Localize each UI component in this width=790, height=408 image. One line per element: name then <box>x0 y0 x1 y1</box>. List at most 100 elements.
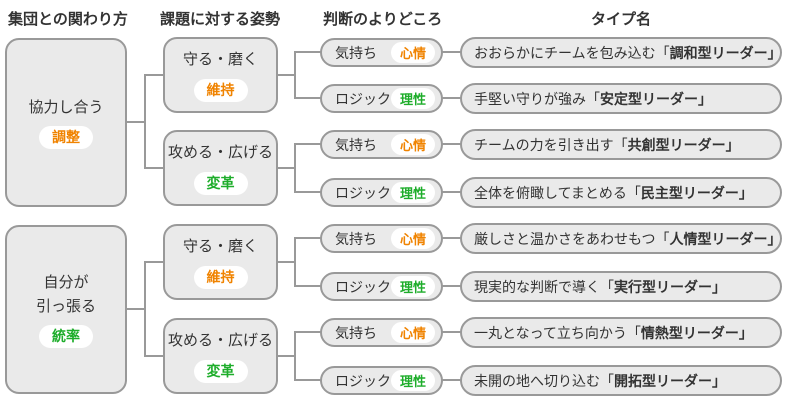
type-pill-stability: 手堅い守りが強み「安定型リーダー」 <box>460 83 782 114</box>
connector-line <box>441 51 462 53</box>
judge-tag: 理性 <box>391 88 436 109</box>
type-desc: 全体を俯瞰してまとめる「 <box>474 184 641 201</box>
judge-label: 気持ち <box>335 136 377 153</box>
type-pill-humane: 厳しさと温かさをあわせもつ「人情型リーダー」 <box>460 223 782 254</box>
connector-line <box>144 74 164 76</box>
connector-line <box>144 74 146 169</box>
type-pill-passionate: 一丸となって立ち向かう「情熱型リーダー」 <box>460 317 782 348</box>
type-desc: 未開の地へ切り込む「 <box>474 372 614 389</box>
level2-box-label: 守る・磨く <box>182 51 258 69</box>
connector-line <box>144 261 164 263</box>
type-name: 安定型リーダー」 <box>600 90 712 107</box>
judge-label: ロジック <box>335 278 391 295</box>
connector-line <box>144 167 164 169</box>
judge-label: 気持ち <box>335 230 377 247</box>
level1-box-label: 自分が 引っ張る <box>35 274 96 315</box>
connector-line <box>441 97 462 99</box>
level2-box-label: 攻める・広げる <box>167 144 273 162</box>
connector-line <box>276 167 296 169</box>
connector-line <box>144 355 164 357</box>
connector-line <box>441 285 462 287</box>
connector-line <box>441 331 462 333</box>
judge-pill-feeling: 気持ち 心情 <box>320 318 443 347</box>
connector-line <box>294 379 322 381</box>
type-name: 調和型リーダー」 <box>669 44 782 61</box>
judge-tag: 理性 <box>391 182 436 203</box>
connector-line <box>125 121 146 123</box>
judge-tag: 心情 <box>390 228 435 249</box>
judge-tag: 心情 <box>390 134 435 155</box>
level2-tag-iji: 維持 <box>193 265 248 289</box>
level1-box-label: 協力し合う <box>28 98 104 116</box>
judge-tag: 心情 <box>390 322 435 343</box>
connector-line <box>144 261 146 357</box>
level2-box-label: 守る・磨く <box>182 238 258 256</box>
judge-pill-logic: ロジック 理性 <box>320 178 443 207</box>
type-name: 人情型リーダー」 <box>669 230 782 247</box>
judge-pill-feeling: 気持ち 心情 <box>320 224 443 253</box>
type-desc: 厳しさと温かさをあわせもつ「 <box>474 230 670 247</box>
type-pill-democratic: 全体を俯瞰してまとめる「民主型リーダー」 <box>460 177 782 208</box>
judge-label: 気持ち <box>335 44 377 61</box>
level2-tag-henkaku: 変革 <box>193 359 248 383</box>
judge-pill-feeling: 気持ち 心情 <box>320 38 443 67</box>
level2-box-maintain-1: 守る・磨く 維持 <box>163 37 278 113</box>
type-desc: おおらかにチームを包み込む「 <box>474 44 670 61</box>
judge-tag: 理性 <box>391 370 436 391</box>
judge-label: ロジック <box>335 372 391 389</box>
type-desc: チームの力を引き出す「 <box>474 136 628 153</box>
judge-pill-logic: ロジック 理性 <box>320 366 443 395</box>
level1-box-lead: 自分が 引っ張る 統率 <box>5 225 127 394</box>
type-name: 共創型リーダー」 <box>627 136 740 153</box>
column-header-judgement-basis: 判断のよりどころ <box>323 11 443 28</box>
type-name: 開拓型リーダー」 <box>614 372 726 389</box>
level1-box-cooperate: 協力し合う 調整 <box>5 38 127 207</box>
judge-tag: 理性 <box>391 276 436 297</box>
type-pill-pioneer: 未開の地へ切り込む「開拓型リーダー」 <box>460 365 782 396</box>
connector-line <box>441 191 462 193</box>
type-pill-executive: 現実的な判断で導く「実行型リーダー」 <box>460 271 782 302</box>
connector-line <box>294 51 296 99</box>
connector-line <box>294 331 322 333</box>
judge-tag: 心情 <box>390 42 435 63</box>
type-desc: 現実的な判断で導く「 <box>474 278 614 295</box>
type-desc: 手堅い守りが強み「 <box>474 90 600 107</box>
level1-tag-tousotsu: 統率 <box>39 324 93 348</box>
connector-line <box>294 51 322 53</box>
connector-line <box>125 308 146 310</box>
connector-line <box>276 74 296 76</box>
connector-line <box>441 379 462 381</box>
type-name: 情熱型リーダー」 <box>640 324 753 341</box>
judge-pill-logic: ロジック 理性 <box>320 84 443 113</box>
level2-box-label: 攻める・広げる <box>167 332 273 350</box>
judge-label: ロジック <box>335 90 391 107</box>
judge-label: 気持ち <box>335 324 377 341</box>
column-header-type-name: タイプ名 <box>590 11 651 28</box>
type-pill-harmony: おおらかにチームを包み込む「調和型リーダー」 <box>460 37 782 68</box>
connector-line <box>294 237 322 239</box>
judge-pill-logic: ロジック 理性 <box>320 272 443 301</box>
connector-line <box>276 261 296 263</box>
level2-tag-iji: 維持 <box>193 78 248 102</box>
type-name: 実行型リーダー」 <box>614 278 726 295</box>
level2-box-reform-1: 攻める・広げる 変革 <box>163 130 278 206</box>
connector-line <box>276 355 296 357</box>
connector-line <box>441 143 462 145</box>
connector-line <box>294 191 322 193</box>
type-name: 民主型リーダー」 <box>640 184 753 201</box>
type-desc: 一丸となって立ち向かう「 <box>474 324 641 341</box>
column-header-task-attitude: 課題に対する姿勢 <box>160 11 281 28</box>
connector-line <box>294 237 296 287</box>
column-header-group-relation: 集団との関わり方 <box>8 11 128 28</box>
level2-box-reform-2: 攻める・広げる 変革 <box>163 318 278 394</box>
judge-pill-feeling: 気持ち 心情 <box>320 130 443 159</box>
connector-line <box>294 143 296 193</box>
level1-tag-chousei: 調整 <box>39 126 93 150</box>
connector-line <box>294 331 296 381</box>
connector-line <box>294 143 322 145</box>
level2-box-maintain-2: 守る・磨く 維持 <box>163 224 278 300</box>
level2-tag-henkaku: 変革 <box>193 171 248 195</box>
connector-line <box>294 97 322 99</box>
type-pill-cocreation: チームの力を引き出す「共創型リーダー」 <box>460 129 782 160</box>
